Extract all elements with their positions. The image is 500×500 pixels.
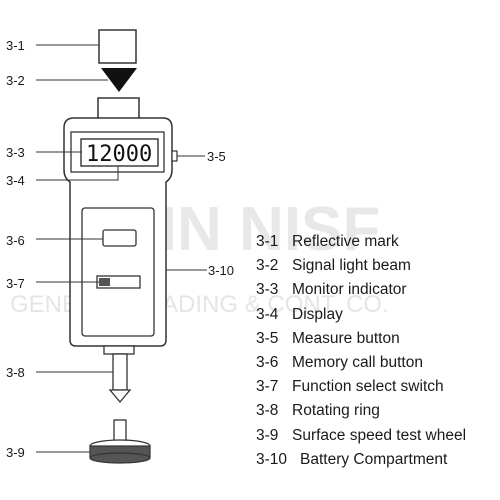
callout-label-3-8: 3-8 <box>6 365 25 380</box>
callout-label-3-9: 3-9 <box>6 445 25 460</box>
legend-text: Function select switch <box>292 378 444 396</box>
legend-text: Surface speed test wheel <box>292 426 467 444</box>
legend-text: Monitor indicator <box>292 281 407 299</box>
legend-text: Display <box>292 305 343 323</box>
legend-item: 3-10 Battery Compartment <box>256 448 466 472</box>
legend-item: 3-8 Rotating ring <box>256 399 466 423</box>
legend-text: Measure button <box>292 329 400 347</box>
battery-compartment <box>81 207 155 337</box>
legend-code: 3-6 <box>256 353 279 371</box>
legend-code: 3-3 <box>256 281 279 299</box>
reflective-mark <box>98 29 137 64</box>
legend-code: 3-7 <box>256 378 279 396</box>
legend-text: Memory call button <box>292 353 423 371</box>
legend-code: 3-8 <box>256 402 279 420</box>
device-sensor-head <box>97 97 140 121</box>
legend-item: 3-2 Signal light beam <box>256 254 466 278</box>
shaft-tip <box>108 389 132 404</box>
legend-item: 3-4 Display <box>256 303 466 327</box>
callout-label-3-3: 3-3 <box>6 145 25 160</box>
callout-label-3-6: 3-6 <box>6 233 25 248</box>
display-reading: 12000 <box>86 142 152 167</box>
callout-label-3-2: 3-2 <box>6 73 25 88</box>
legend-text: Reflective mark <box>292 233 399 250</box>
legend-item: 3-5 Measure button <box>256 327 466 351</box>
legend-item: 3-6 Memory call button <box>256 351 466 375</box>
callout-label-3-4: 3-4 <box>6 173 25 188</box>
callout-label-3-7: 3-7 <box>6 276 25 291</box>
legend-code: 3-9 <box>256 426 279 444</box>
legend-item: 3-1 Reflective mark <box>256 230 466 254</box>
callout-label-3-5: 3-5 <box>207 149 226 164</box>
display-window <box>80 138 159 167</box>
switch-slider <box>99 278 110 286</box>
memory-call-button <box>102 229 137 247</box>
measure-button <box>171 150 178 162</box>
legend-code: 3-10 <box>256 450 288 468</box>
legend-code: 3-5 <box>256 329 279 347</box>
legend-text: Battery Compartment <box>300 450 448 468</box>
wheel-bottom <box>89 452 151 464</box>
leader-line-3-4 <box>36 166 119 181</box>
callout-label-3-10: 3-10 <box>208 263 234 278</box>
legend-code: 3-1 <box>256 233 279 250</box>
signal-light-beam <box>101 68 137 92</box>
legend-code: 3-4 <box>256 305 279 323</box>
rotating-ring <box>112 353 128 391</box>
legend-text: Rotating ring <box>292 402 380 420</box>
legend-item: 3-7 Function select switch <box>256 375 466 399</box>
callout-label-3-1: 3-1 <box>6 38 25 53</box>
legend-code: 3-2 <box>256 257 279 275</box>
shaft-collar <box>103 345 135 355</box>
legend-item: 3-3 Monitor indicator <box>256 278 466 302</box>
legend-item: 3-9 Surface speed test wheel <box>256 424 466 448</box>
legend-text: Signal light beam <box>292 257 411 275</box>
